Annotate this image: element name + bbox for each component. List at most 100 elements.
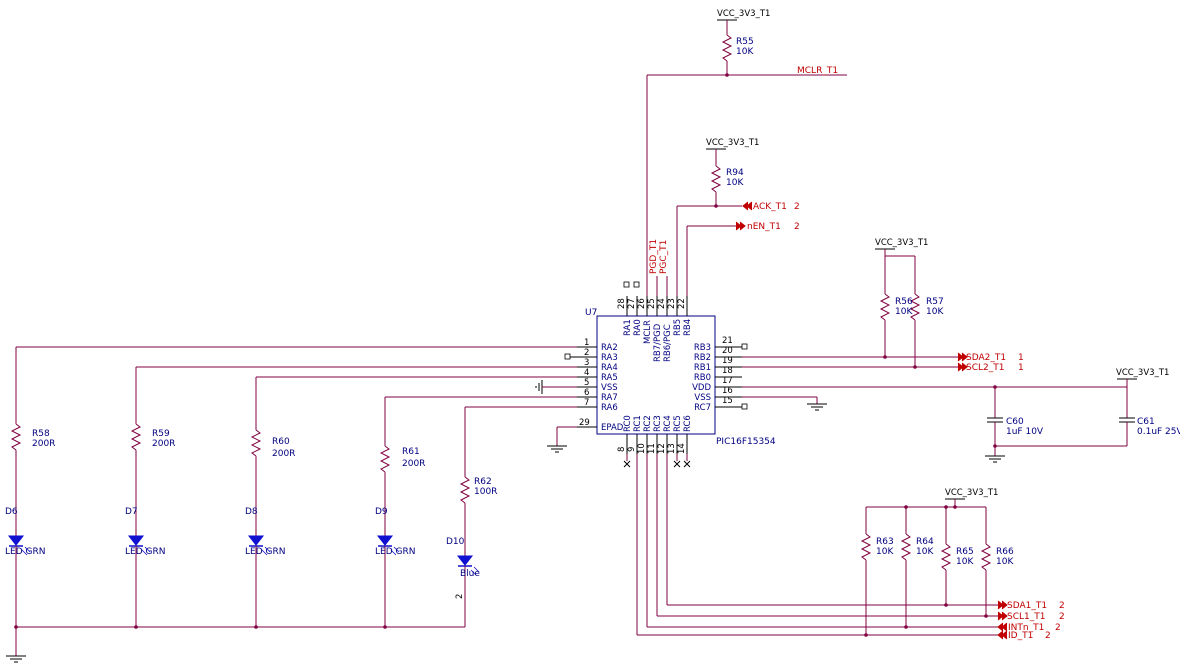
led-branch-d7: R59 200R D7 LED GRN	[125, 366, 577, 627]
pin-num: 2	[584, 348, 589, 358]
r62-val: 100R	[474, 487, 497, 497]
pin-name: RB4	[683, 319, 693, 336]
pin-name: RA0	[633, 319, 643, 336]
pin-name: RA4	[601, 363, 618, 373]
ack-pullup: VCC_3V3_T1 R94 10K ACK_T1 2	[676, 138, 800, 296]
pin-num: 5	[584, 378, 589, 388]
led-branch-d8: R60 200R D8 LED GRN	[245, 376, 577, 627]
pin-name: RA3	[601, 353, 618, 363]
pin-name: MCLR	[643, 320, 653, 344]
r61-ref: R61	[402, 447, 420, 457]
led-ground-rail	[6, 625, 465, 663]
r65-ref: R65	[956, 547, 974, 557]
pin-name: RB6/PGC	[663, 324, 673, 362]
pin-name: RC7	[694, 403, 711, 413]
d8-ref: D8	[245, 507, 258, 517]
pin-num: 17	[722, 376, 733, 386]
pin-name: VDD	[692, 383, 711, 393]
led-branch-d6: R58 200R D6 LED GRN	[5, 346, 577, 627]
net-sda2-sheet: 1	[1018, 353, 1024, 363]
c60-val: 1uF 10V	[1006, 427, 1044, 437]
i2c1-pullups: VCC_3V3_T1 R63 10K R64 10K R65 10K R66 1…	[636, 454, 1065, 641]
pin-name: VSS	[694, 393, 711, 403]
r55-ref: R55	[736, 37, 754, 47]
pin-name: RA5	[601, 373, 618, 383]
ic-left-pins: 1 2 3 4 5 6 7 29 RA2 RA3 RA4 RA5 VSS RA7…	[577, 338, 624, 433]
vcc-label: VCC_3V3_T1	[706, 138, 759, 148]
r66-ref: R66	[996, 547, 1014, 557]
c61-val: 0.1uF 25V	[1137, 427, 1180, 437]
pin-name: VSS	[601, 383, 618, 393]
r66-val: 10K	[996, 557, 1014, 567]
net-mclr: MCLR_T1	[797, 66, 838, 76]
r64-val: 10K	[916, 547, 934, 557]
vcc-label: VCC_3V3_T1	[875, 238, 928, 248]
pin-num: 13	[667, 443, 677, 454]
r56-ref: R56	[895, 297, 913, 307]
d10-val: Blue	[460, 569, 480, 579]
d7-ref: D7	[125, 507, 138, 517]
ic-bottom-pins: 8 9 10 11 12 13 14 RC0 RC1 RC2 RC3 RC4 R…	[617, 415, 693, 468]
r65-val: 10K	[956, 557, 974, 567]
pin-name: RC2	[643, 415, 653, 432]
r55-val: 10K	[736, 47, 754, 57]
ic-u7: U7 PIC16F15354	[585, 308, 776, 447]
pin-num: 29	[579, 418, 590, 428]
pin-num: 12	[657, 443, 667, 454]
d6-val: LED GRN	[5, 547, 45, 557]
pin-name: RB2	[694, 353, 711, 363]
d10-ref: D10	[446, 537, 465, 547]
vcc-label: VCC_3V3_T1	[1116, 368, 1169, 378]
r59-ref: R59	[152, 429, 170, 439]
pin-name: RA6	[601, 403, 618, 413]
net-scl2: SCL2_T1	[966, 363, 1004, 373]
net-pgc: PGC_T1	[659, 240, 669, 274]
r59-val: 200R	[152, 439, 175, 449]
pin-num: 21	[722, 336, 733, 346]
pin-name: RB5	[673, 319, 683, 336]
pin-num: 10	[637, 443, 647, 454]
pin-name: RB1	[694, 363, 711, 373]
r64-ref: R64	[916, 537, 934, 547]
pin-name: RC5	[673, 415, 683, 432]
pin-name: RB0	[694, 373, 711, 383]
ic-top-pins: 28 27 26 25 24 23 22 RA1 RA0 MCLR RB7/PG…	[617, 239, 693, 362]
r63-val: 10K	[876, 547, 894, 557]
net-ack-sheet: 2	[794, 202, 800, 212]
pin-num: 11	[647, 443, 657, 454]
pin-num: 4	[584, 368, 589, 378]
pin-num: 19	[722, 356, 733, 366]
epad-ground	[547, 426, 577, 453]
net-scl2-sheet: 1	[1018, 363, 1024, 373]
pin-num: 25	[647, 298, 657, 309]
vcc-label: VCC_3V3_T1	[717, 9, 770, 19]
pin-name: RC0	[623, 415, 633, 432]
net-nen-sheet: 2	[794, 222, 800, 232]
pin-name: RB3	[694, 343, 711, 353]
net-intn-sheet: 2	[1055, 623, 1061, 633]
nen-net: nEN_T1 2	[686, 221, 800, 296]
pin-num: 9	[627, 447, 637, 452]
pin-name: EPAD	[601, 423, 624, 433]
pin-num: 6	[584, 388, 589, 398]
net-sda1-sheet: 2	[1059, 601, 1065, 611]
d9-val: LED GRN	[375, 547, 415, 557]
led-branch-d9: R61 200R D9 LED GRN	[375, 396, 577, 627]
pin-num: 23	[667, 298, 677, 309]
r56-val: 10K	[895, 307, 913, 317]
pin-name: RC1	[633, 415, 643, 432]
r94-ref: R94	[726, 168, 744, 178]
d7-val: LED GRN	[125, 547, 165, 557]
net-ack: ACK_T1	[753, 202, 787, 212]
ic-part: PIC16F15354	[716, 437, 776, 447]
net-intn: INTn_T1	[1008, 623, 1044, 633]
pin-num: 16	[722, 386, 733, 396]
net-id-sheet: 2	[1045, 631, 1051, 641]
pin-num: 28	[617, 298, 627, 309]
c61-ref: C61	[1137, 417, 1155, 427]
net-scl1-sheet: 2	[1059, 612, 1065, 622]
led-branch-d10: R62 100R D10 Blue 2	[446, 406, 577, 627]
pin-name: RB7/PGD	[653, 323, 663, 362]
r94-val: 10K	[726, 178, 744, 188]
